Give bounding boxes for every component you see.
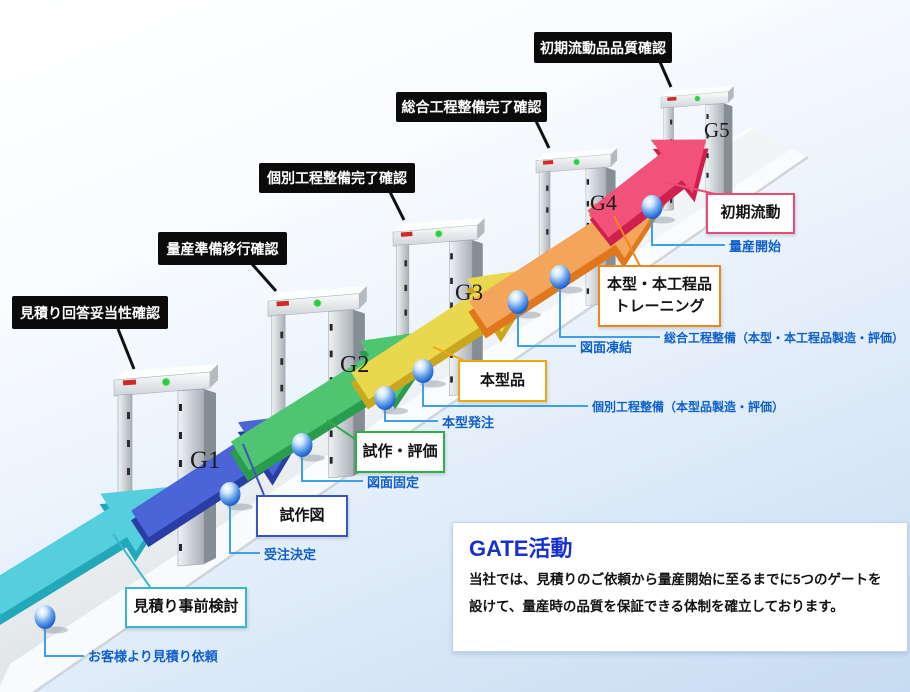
stage-box-training-line1: 本型・本工程品 xyxy=(606,275,712,293)
gate-id-g2: G2 xyxy=(340,352,369,378)
callout-g4-check: 総合工程整備完了確認 xyxy=(396,92,547,122)
info-panel-title: GATE活動 xyxy=(469,536,573,561)
callout-g2-check: 量産準備移行確認 xyxy=(158,232,287,265)
milestone-mass-production-start: 量産開始 xyxy=(729,239,782,254)
gate-id-g5: G5 xyxy=(704,118,730,142)
gate-id-g3: G3 xyxy=(455,280,483,305)
milestone-connectors xyxy=(44,218,725,657)
stage-leaders xyxy=(112,181,716,588)
stage-box-training-line2: トレーニング xyxy=(614,298,705,315)
info-panel-body-line2: 設けて、量産時の品質を保証できる体制を確立しております。 xyxy=(469,598,844,614)
stage-box-trial-evaluation: 試作・評価 xyxy=(355,431,445,473)
gate-id-g4: G4 xyxy=(590,190,617,215)
callout-g3-check: 個別工程整備完了確認 xyxy=(259,163,415,193)
callout-g5-check: 初期流動品品質確認 xyxy=(534,32,672,63)
milestone-order-decision: 受注決定 xyxy=(264,547,317,562)
milestone-individual-process: 個別工程整備（本型品製造・評価） xyxy=(592,400,785,414)
milestone-customer-inquiry: お客様より見積り依頼 xyxy=(88,649,218,664)
stage-box-mold-product: 本型品 xyxy=(458,360,547,402)
stage-box-prototype-drawing: 試作図 xyxy=(256,495,348,537)
callout-tails xyxy=(116,61,673,370)
stage-box-training: 本型・本工程品 トレーニング xyxy=(598,265,721,327)
milestone-mold-order: 本型発注 xyxy=(442,415,495,430)
stage-box-initial-flow: 初期流動 xyxy=(706,193,795,234)
info-panel-body: 当社では、見積りのご依頼から量産開始に至るまでに5つのゲートを 設けて、量産時の… xyxy=(469,567,891,620)
gate-id-g1: G1 xyxy=(190,447,221,474)
info-panel: GATE活動 当社では、見積りのご依頼から量産開始に至るまでに5つのゲートを 設… xyxy=(452,522,908,652)
callout-g1-check: 見積り回答妥当性確認 xyxy=(12,296,168,329)
milestone-drawing-freeze: 図面凍結 xyxy=(580,340,633,355)
milestone-drawing-fix: 図面固定 xyxy=(367,475,420,490)
milestone-overall-process: 総合工程整備（本型・本工程品製造・評価） xyxy=(664,331,905,345)
info-panel-body-line1: 当社では、見積りのご依頼から量産開始に至るまでに5つのゲートを xyxy=(469,572,882,588)
stage-box-pre-quotation: 見積り事前検討 xyxy=(125,587,247,628)
